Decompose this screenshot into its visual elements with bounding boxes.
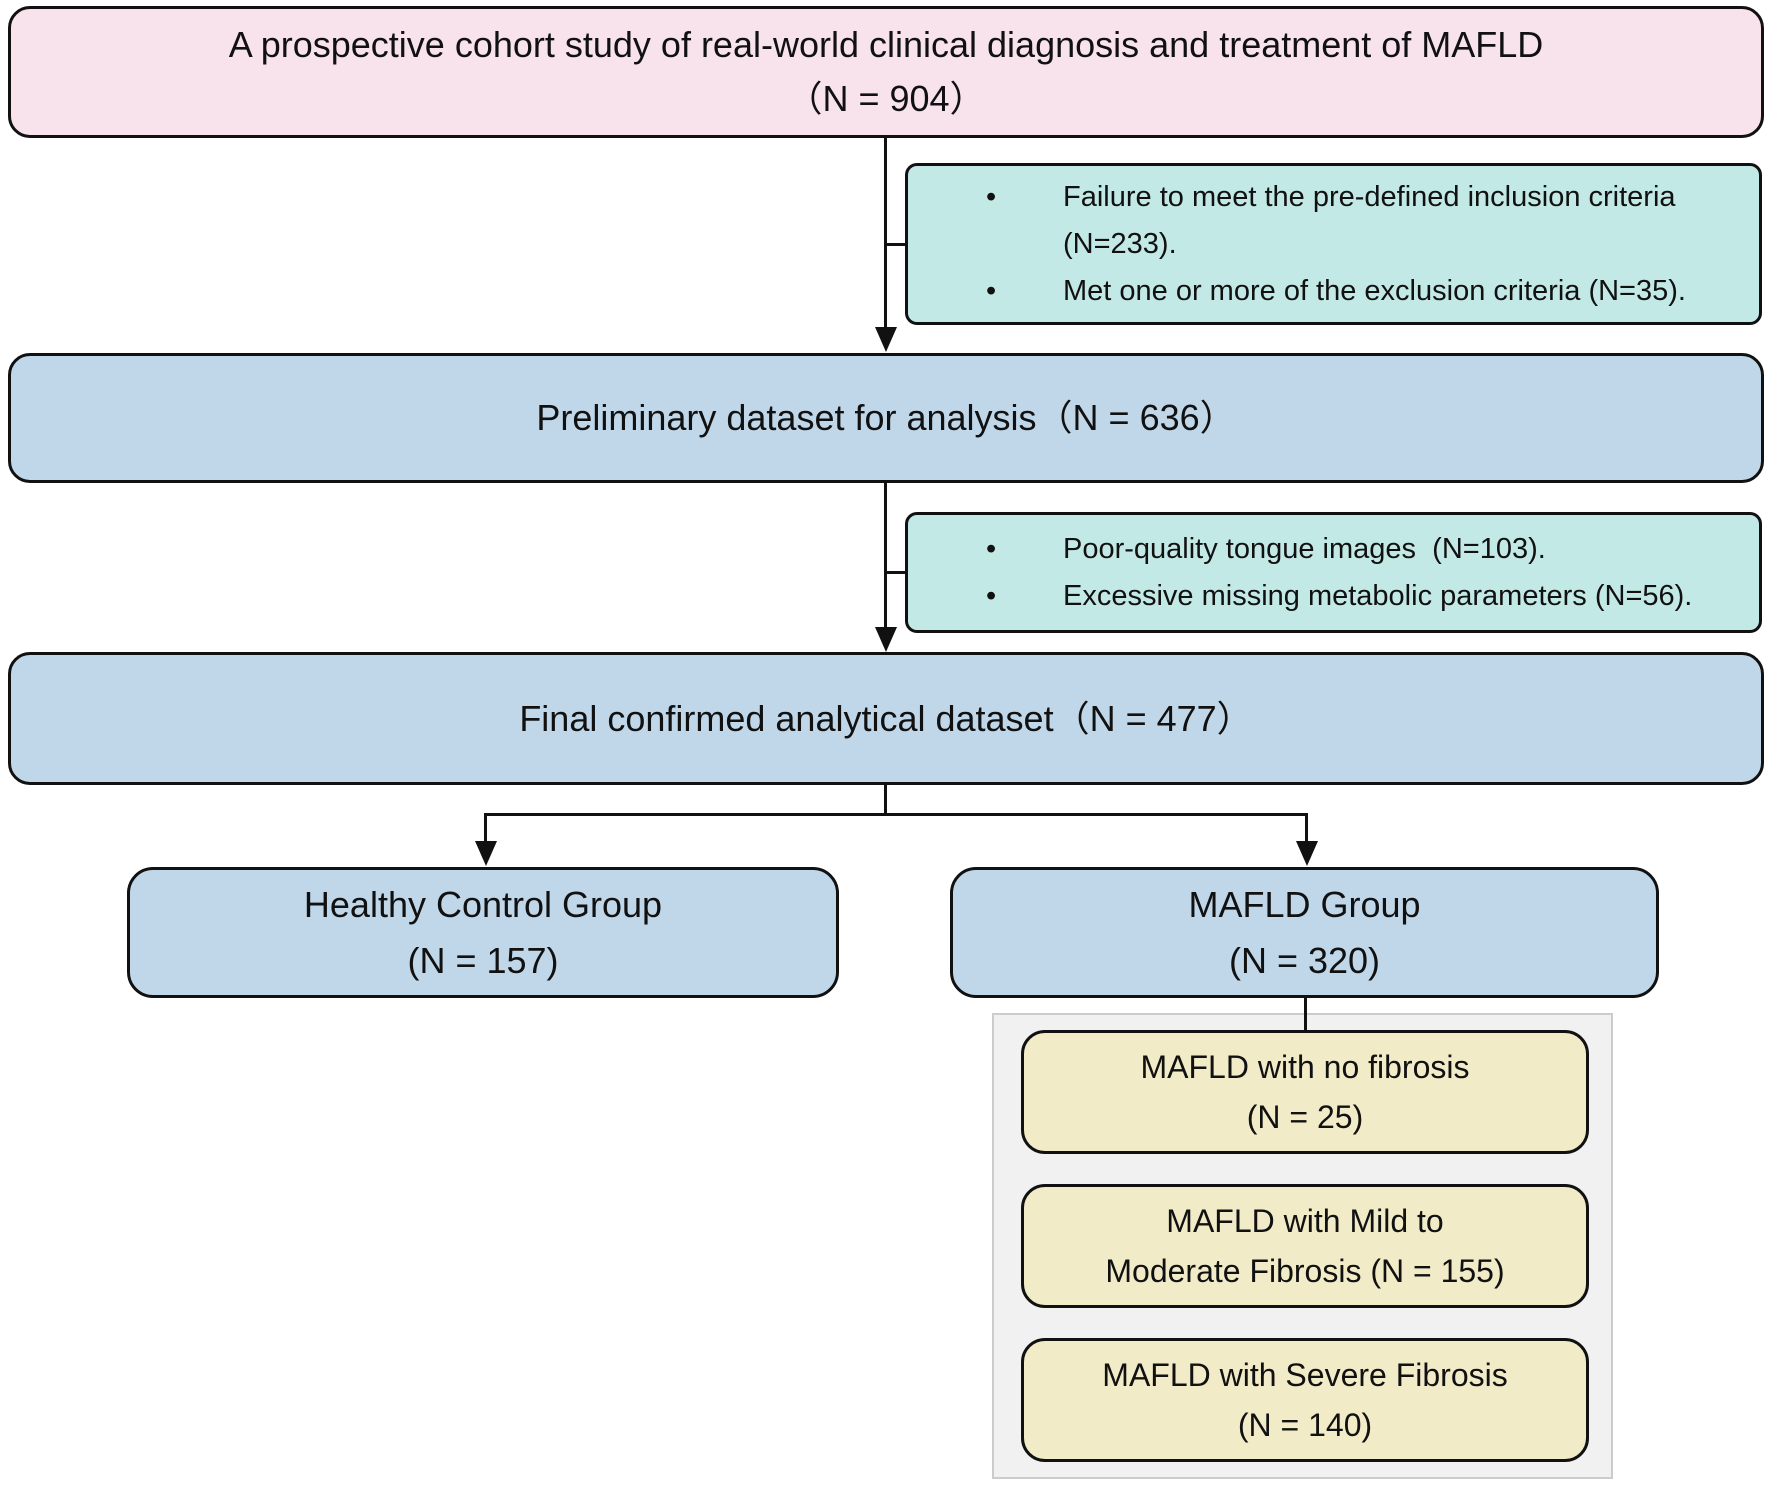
mafld-group-box: MAFLD Group (N = 320) xyxy=(950,867,1659,998)
arrowhead-icon-final xyxy=(875,627,897,652)
exclusion1-item1-line2: (N=233). xyxy=(1063,227,1177,260)
connector-line-preliminary-final xyxy=(884,483,887,630)
connector-tick-exclusion1 xyxy=(887,243,907,246)
exclusion2-item1-line1: Poor-quality tongue images (N=103). xyxy=(1063,532,1546,565)
exclusion-box-1: • Failure to meet the pre-defined inclus… xyxy=(905,163,1762,325)
exclusion1-list: • Failure to meet the pre-defined inclus… xyxy=(908,174,1759,315)
exclusion-item: • Poor-quality tongue images (N=103). xyxy=(908,526,1759,573)
subgroup-box-mild-moderate-fibrosis: MAFLD with Mild to Moderate Fibrosis (N … xyxy=(1021,1184,1589,1308)
arrowhead-icon-preliminary xyxy=(875,327,897,352)
connector-stub-subgroups xyxy=(1304,998,1307,1032)
mafld-group-line2: (N = 320) xyxy=(1228,939,1381,981)
subgroup1-line1: MAFLD with no fibrosis xyxy=(1140,1049,1470,1085)
exclusion-box-2: • Poor-quality tongue images (N=103). • … xyxy=(905,512,1762,633)
exclusion-item: • Excessive missing metabolic parameters… xyxy=(908,573,1759,620)
arrowhead-icon-healthy xyxy=(475,841,497,866)
bullet-icon: • xyxy=(986,532,997,565)
mafld-group-line1: MAFLD Group xyxy=(1188,883,1421,925)
connector-split-horizontal xyxy=(484,813,1308,816)
exclusion2-item2-line1: Excessive missing metabolic parameters (… xyxy=(1063,579,1693,612)
healthy-group-line2: (N = 157) xyxy=(407,939,559,981)
healthy-control-group-box: Healthy Control Group (N = 157) xyxy=(127,867,839,998)
preliminary-label: Preliminary dataset for analysis（N = 636… xyxy=(536,397,1236,438)
exclusion-item: • Met one or more of the exclusion crite… xyxy=(908,268,1759,315)
study-title-line1: A prospective cohort study of real-world… xyxy=(228,24,1544,65)
subgroup-box-no-fibrosis: MAFLD with no fibrosis (N = 25) xyxy=(1021,1030,1589,1154)
healthy-group-line1: Healthy Control Group xyxy=(303,883,663,925)
final-label: Final confirmed analytical dataset（N = 4… xyxy=(519,697,1253,739)
exclusion1-item2-line1: Met one or more of the exclusion criteri… xyxy=(1063,274,1686,307)
connector-tick-exclusion2 xyxy=(887,571,907,574)
preliminary-dataset-box: Preliminary dataset for analysis（N = 636… xyxy=(8,353,1764,483)
exclusion1-item1-line1: Failure to meet the pre-defined inclusio… xyxy=(1063,180,1676,213)
subgroup2-line2: Moderate Fibrosis (N = 155) xyxy=(1105,1253,1505,1289)
final-dataset-box: Final confirmed analytical dataset（N = 4… xyxy=(8,652,1764,785)
connector-drop-mafld xyxy=(1305,813,1308,843)
subgroup-box-severe-fibrosis: MAFLD with Severe Fibrosis (N = 140) xyxy=(1021,1338,1589,1462)
exclusion-item: • Failure to meet the pre-defined inclus… xyxy=(908,174,1759,268)
study-box: A prospective cohort study of real-world… xyxy=(8,6,1764,138)
study-title-line2: （N = 904） xyxy=(786,78,986,119)
arrowhead-icon-mafld xyxy=(1296,841,1318,866)
bullet-icon: • xyxy=(986,579,997,612)
connector-stub-final xyxy=(884,785,887,816)
subgroup3-line1: MAFLD with Severe Fibrosis xyxy=(1102,1357,1508,1393)
exclusion2-list: • Poor-quality tongue images (N=103). • … xyxy=(908,526,1759,620)
bullet-icon: • xyxy=(986,180,997,213)
subgroup1-line2: (N = 25) xyxy=(1246,1099,1364,1135)
subgroup2-line1: MAFLD with Mild to xyxy=(1166,1203,1444,1239)
connector-drop-healthy xyxy=(484,813,487,843)
subgroup3-line2: (N = 140) xyxy=(1237,1407,1373,1443)
bullet-icon: • xyxy=(986,274,997,307)
connector-line-study-preliminary xyxy=(884,138,887,330)
